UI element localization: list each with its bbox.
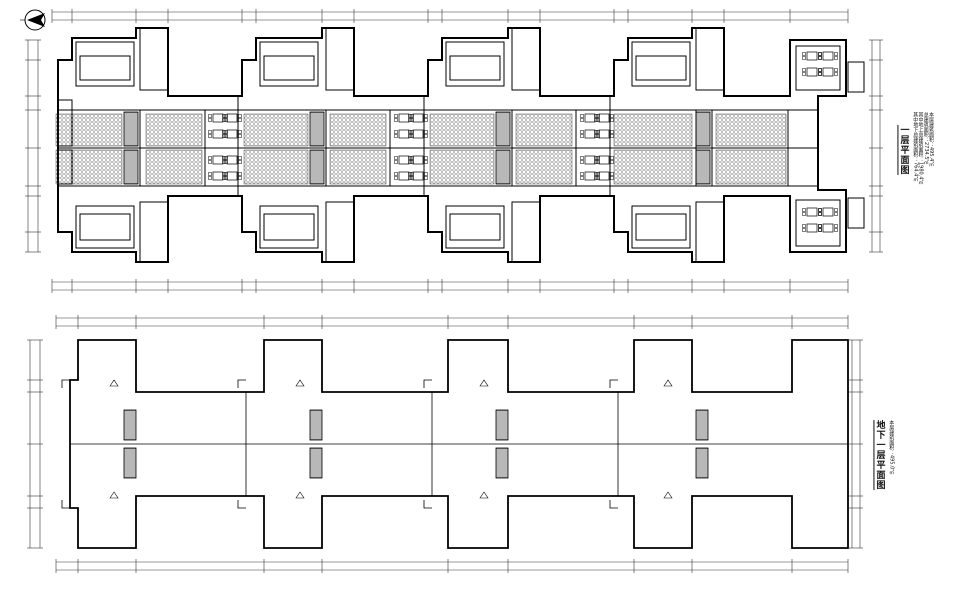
- upper-dimension-lines: [27, 11, 881, 291]
- lower-building-outline: [69, 339, 849, 549]
- upper-plan-notes: 本层建筑面积：495.4㎡ 总建筑面积：2734.5㎡ 其中地上总建筑面积：19…: [912, 112, 934, 232]
- dining-table: [818, 67, 838, 77]
- dining-table: [580, 171, 600, 181]
- dining-table: [818, 51, 838, 61]
- upper-stairs: [123, 111, 711, 185]
- lower-plan-title-block: 地下一层平面图: [874, 420, 885, 490]
- lower-dimension-lines: [29, 317, 861, 571]
- dining-table: [222, 171, 242, 181]
- dining-table: [394, 155, 414, 165]
- dining-table: [818, 223, 838, 233]
- dining-table: [208, 155, 228, 165]
- dining-table: [208, 129, 228, 139]
- dining-table: [394, 113, 414, 123]
- lower-note-1: 本层建筑面积：495.0㎡: [888, 420, 895, 475]
- lower-plan-notes: 本层建筑面积：495.0㎡: [888, 420, 895, 475]
- upper-note-4: 其中地下总建筑面积：764.4㎡: [912, 112, 919, 182]
- dining-table: [208, 171, 228, 181]
- lower-level-markers: [109, 379, 673, 499]
- dining-tables: [208, 51, 838, 233]
- dining-table: [208, 113, 228, 123]
- dining-table: [222, 155, 242, 165]
- upper-note-2: 总建筑面积：2734.5㎡: [922, 112, 929, 165]
- dining-table: [222, 129, 242, 139]
- dining-table: [408, 113, 428, 123]
- dining-table: [394, 171, 414, 181]
- upper-note-1: 本层建筑面积：495.4㎡: [928, 112, 934, 167]
- lower-plan-title: 地下一层平面图: [874, 420, 885, 490]
- upper-note-3: 其中地上总建筑面积：1980.4㎡: [917, 112, 924, 185]
- upper-plan-title-block: 一层平面图: [898, 125, 909, 175]
- dining-table: [818, 207, 838, 217]
- dining-table: [222, 113, 242, 123]
- dining-table: [594, 129, 614, 139]
- dining-table: [580, 129, 600, 139]
- dining-table: [580, 113, 600, 123]
- dining-table: [594, 155, 614, 165]
- lower-interior-walls: [61, 379, 848, 509]
- lower-dimension-ticks: [27, 315, 863, 573]
- upper-dimension-ticks: [25, 9, 883, 293]
- dining-table: [594, 171, 614, 181]
- dining-table: [594, 113, 614, 123]
- dining-table: [408, 171, 428, 181]
- dining-table: [580, 155, 600, 165]
- upper-plan-title: 一层平面图: [898, 125, 909, 175]
- lower-stairs: [123, 409, 709, 479]
- north-arrow-icon: [20, 9, 46, 31]
- dining-table: [408, 155, 428, 165]
- dining-table: [394, 129, 414, 139]
- dining-table: [408, 129, 428, 139]
- upper-interior-walls: [57, 28, 865, 262]
- upper-furniture-hatch: [55, 113, 787, 185]
- upper-building-outline: [57, 27, 847, 263]
